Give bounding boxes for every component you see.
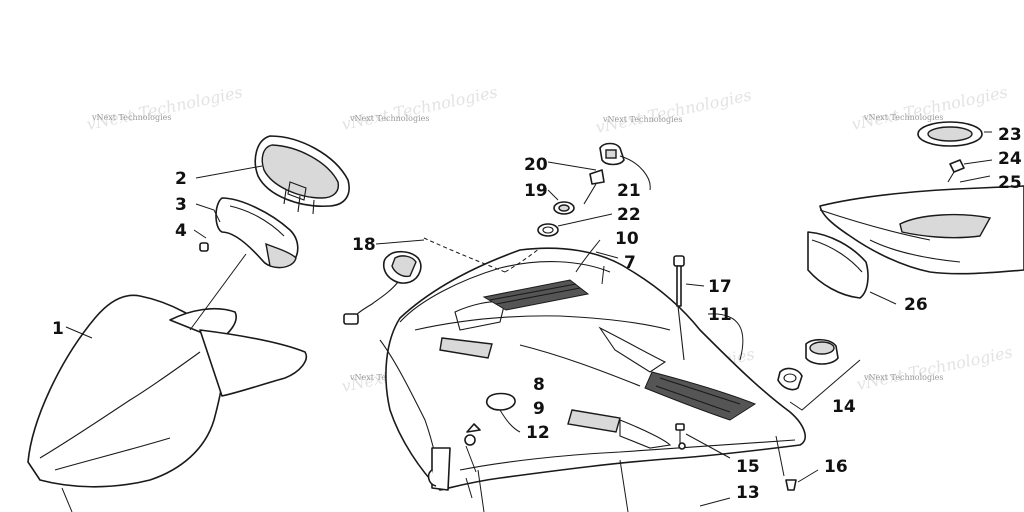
part-screw-16 <box>785 479 797 491</box>
watermark-big: vNext Technologies <box>340 82 499 134</box>
callout-17: 17 <box>708 277 732 297</box>
callout-11: 11 <box>708 305 732 325</box>
callout-18: 18 <box>352 235 376 255</box>
part-gauge-mount <box>215 197 299 269</box>
callout-3: 3 <box>175 195 187 215</box>
leader-16-b <box>775 435 785 477</box>
callout-15: 15 <box>736 457 760 477</box>
callout-12: 12 <box>526 423 550 443</box>
callout-22: 22 <box>617 205 641 225</box>
part-nut-19 <box>553 201 575 215</box>
watermark: vNext Technologies <box>863 113 943 122</box>
leader-13 <box>699 497 731 507</box>
leader-21 <box>619 155 651 191</box>
callout-14: 14 <box>832 397 856 417</box>
callout-20: 20 <box>524 155 548 175</box>
part-screw-15 <box>675 423 685 444</box>
callout-13: 13 <box>736 483 760 503</box>
callout-23: 23 <box>998 125 1022 145</box>
callout-7: 7 <box>624 253 636 273</box>
part-screw-24 <box>947 159 965 183</box>
watermark-big: vNext Technologies <box>594 85 753 137</box>
leader-7 <box>601 265 605 285</box>
callout-19: 19 <box>524 181 548 201</box>
watermark: vNext Technologies <box>602 115 682 124</box>
part-hood <box>379 247 806 512</box>
leader-24 <box>963 159 993 165</box>
leader-3 <box>195 203 221 223</box>
leader-17 <box>685 283 705 287</box>
callout-21: 21 <box>617 181 641 201</box>
leader-11 <box>707 313 744 361</box>
leader-12 <box>499 409 521 433</box>
leader-14 <box>789 359 861 411</box>
part-windshield <box>27 294 307 512</box>
leader-25 <box>959 175 991 183</box>
watermark-big: vNext Technologies <box>855 342 1014 394</box>
part-switch <box>343 250 422 325</box>
callout-24: 24 <box>998 149 1022 169</box>
part-washer-22 <box>537 223 559 237</box>
watermark-big: vNext Technologies <box>85 82 244 134</box>
leader-18-dash <box>423 237 506 273</box>
part-bolt-17 <box>673 255 685 361</box>
callout-26: 26 <box>904 295 928 315</box>
leader-2 <box>195 165 263 179</box>
part-ring-23 <box>917 121 983 147</box>
callout-2: 2 <box>175 169 187 189</box>
part-console-25 <box>819 185 1024 275</box>
callout-4: 4 <box>175 221 187 241</box>
leader-18 <box>375 239 425 245</box>
callout-16: 16 <box>824 457 848 477</box>
watermark: vNext Technologies <box>91 113 171 122</box>
callout-25: 25 <box>998 173 1022 193</box>
part-gauge <box>254 135 350 215</box>
part-bolt-20 <box>583 169 605 205</box>
part-socket-14 <box>777 338 839 391</box>
part-grommet-12 <box>485 392 516 411</box>
leader-20 <box>547 161 597 171</box>
callout-10: 10 <box>615 229 639 249</box>
callout-labels: 1 2 3 4 7 8 9 10 11 12 13 14 15 16 17 18… <box>52 125 1022 503</box>
leader-22 <box>557 213 613 227</box>
leader-4 <box>193 229 207 239</box>
part-lens-26 <box>807 231 869 299</box>
part-knob-21 <box>599 142 625 166</box>
callout-9: 9 <box>533 399 545 419</box>
part-screw-4 <box>199 242 209 252</box>
leader-10 <box>575 239 601 273</box>
leader-15 <box>685 433 731 459</box>
leader-19 <box>547 189 559 201</box>
leader-7-b <box>595 251 619 259</box>
callout-8: 8 <box>533 375 545 395</box>
leader-16 <box>797 469 819 483</box>
leader-mount <box>189 253 247 331</box>
watermark: vNext Technologies <box>349 114 429 123</box>
leader-26 <box>869 291 897 305</box>
watermark: vNext Technologies <box>863 373 943 382</box>
callout-1: 1 <box>52 319 64 339</box>
